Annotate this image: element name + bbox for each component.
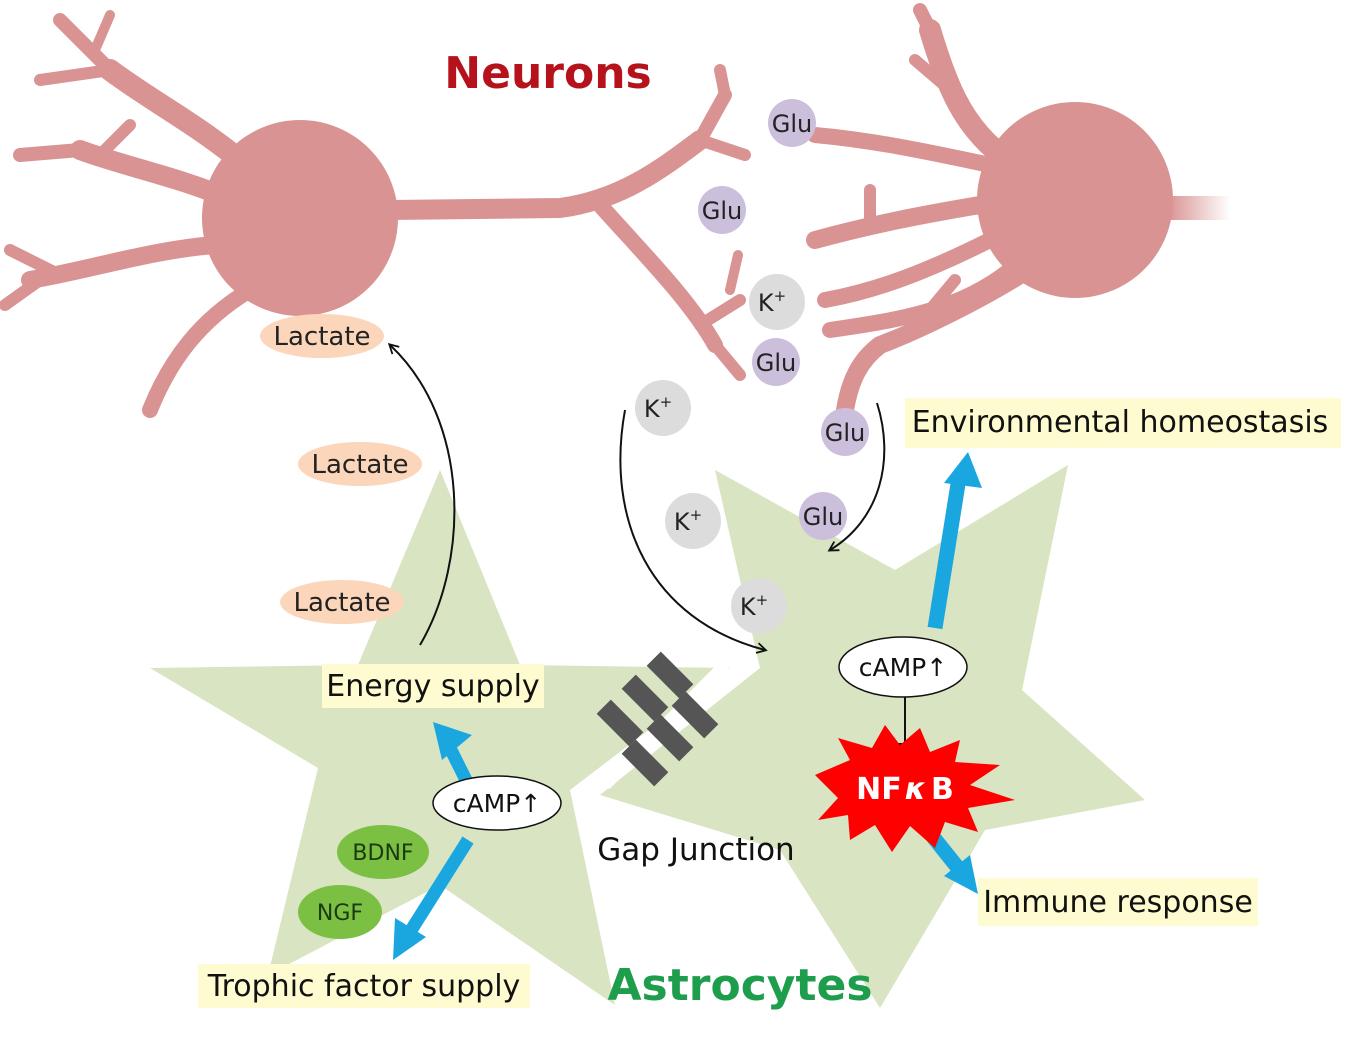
- gap-junction-label: Gap Junction: [597, 832, 794, 868]
- glu-label: Glu: [702, 197, 742, 225]
- svg-text:K+: K+: [674, 506, 702, 536]
- bdnf-label: BDNF: [352, 841, 413, 866]
- ngf-factor: NGF: [298, 885, 382, 939]
- svg-text:K+: K+: [758, 287, 786, 317]
- neurons-title: Neurons: [444, 48, 651, 99]
- k-ion-label: K: [644, 395, 661, 423]
- nfkb-kappa: κ: [905, 772, 926, 807]
- glu-label: Glu: [825, 419, 865, 447]
- immune-response-label: Immune response: [983, 885, 1253, 920]
- k-ion-2: K+: [635, 380, 691, 436]
- blue-arrow-energy: [433, 722, 472, 783]
- lactate-label: Lactate: [311, 450, 408, 480]
- nfkb-prefix: NF: [856, 772, 902, 807]
- gap-junction-channels: [596, 651, 730, 790]
- glu-molecule-2: Glu: [698, 186, 746, 234]
- glu-molecule-1: Glu: [768, 99, 816, 147]
- glu-molecule-4: Glu: [821, 408, 869, 456]
- lactate-transport-arrow: [387, 343, 456, 646]
- glu-label: Glu: [803, 503, 843, 531]
- k-ion-sup: +: [690, 506, 703, 524]
- glu-label: Glu: [756, 349, 796, 377]
- k-ion-label: K: [674, 508, 691, 536]
- lactate-label: Lactate: [293, 588, 390, 618]
- energy-supply-label: Energy supply: [326, 669, 539, 704]
- energy-supply-box: Energy supply: [322, 664, 544, 708]
- immune-response-box: Immune response: [978, 878, 1258, 926]
- env-homeostasis-box: Environmental homeostasis: [905, 398, 1341, 448]
- camp-right-label: cAMP↑: [859, 653, 947, 682]
- lactate-label: Lactate: [273, 322, 370, 352]
- k-ion-sup: +: [660, 393, 673, 411]
- neuron-right: [806, 3, 1230, 419]
- k-ion-3: K+: [665, 493, 721, 549]
- lactate-oval-1: Lactate: [260, 314, 384, 358]
- trophic-supply-box: Trophic factor supply: [198, 964, 530, 1008]
- k-uptake-arrow: [619, 409, 768, 654]
- svg-text:K+: K+: [644, 393, 672, 423]
- k-ion-label: K: [740, 593, 757, 621]
- k-ion-4: K+: [731, 578, 787, 634]
- nfkb-suffix: B: [931, 772, 954, 807]
- env-homeostasis-label: Environmental homeostasis: [912, 405, 1329, 440]
- ngf-label: NGF: [317, 901, 363, 926]
- neuron-left: [0, 10, 751, 418]
- bdnf-factor: BDNF: [337, 825, 429, 879]
- blue-arrow-trophic: [393, 836, 474, 960]
- camp-left: cAMP↑: [432, 775, 562, 831]
- k-ion-1: K+: [749, 274, 805, 330]
- k-ion-label: K: [758, 289, 775, 317]
- k-ion-sup: +: [774, 287, 787, 305]
- astrocytes-title: Astrocytes: [607, 960, 872, 1011]
- astrocyte-right-star: [600, 465, 1145, 1008]
- lactate-oval-2: Lactate: [298, 442, 422, 486]
- camp-right: cAMP↑: [838, 636, 968, 698]
- glu-label: Glu: [772, 110, 812, 138]
- glu-molecule-3: Glu: [752, 338, 800, 386]
- glu-molecule-5: Glu: [799, 492, 847, 540]
- lactate-oval-3: Lactate: [280, 580, 404, 624]
- k-ion-sup: +: [756, 591, 769, 609]
- glu-uptake-arrow: [827, 402, 886, 552]
- camp-left-label: cAMP↑: [453, 789, 541, 818]
- svg-text:K+: K+: [740, 591, 768, 621]
- trophic-supply-label: Trophic factor supply: [207, 969, 521, 1004]
- blue-arrow-homeostasis: [927, 452, 982, 630]
